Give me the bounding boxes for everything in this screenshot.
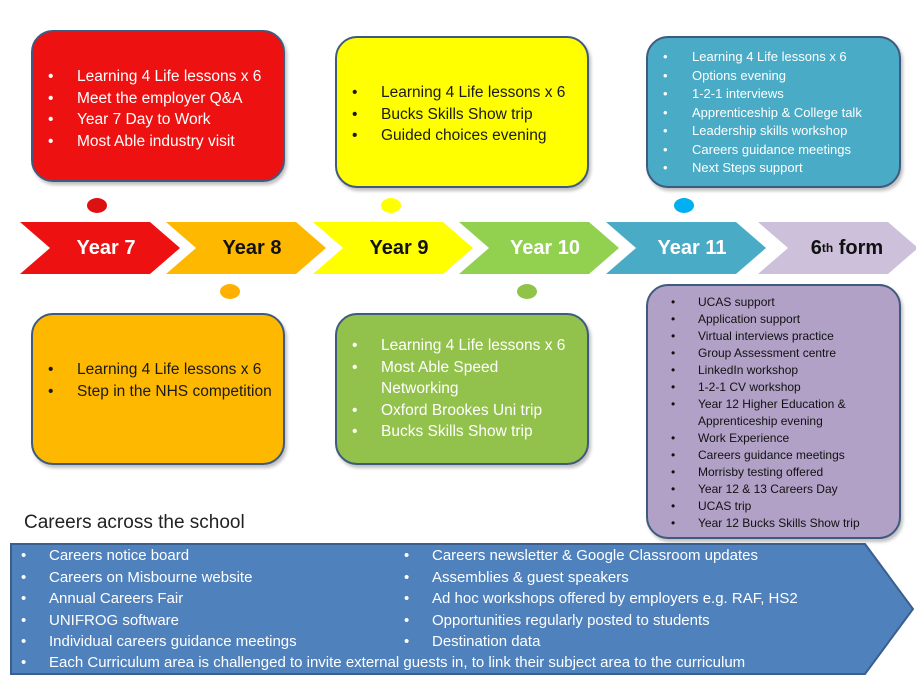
list-item: Bucks Skills Show trip [352, 421, 577, 443]
list-item: Year 12 Bucks Skills Show trip [671, 515, 893, 532]
careers-right-list: Careers newsletter & Google Classroom up… [404, 545, 798, 653]
list-item: Year 12 & 13 Careers Day [671, 481, 893, 498]
list-item: Annual Careers Fair [21, 588, 297, 610]
list-item: Meet the employer Q&A [48, 88, 273, 110]
list-item: Careers newsletter & Google Classroom up… [404, 545, 798, 567]
list-item: Virtual interviews practice [671, 328, 893, 345]
list-item: Careers guidance meetings [671, 447, 893, 464]
careers-across-school-title: Careers across the school [24, 512, 245, 533]
careers-left-list: Careers notice board Careers on Misbourn… [21, 545, 297, 653]
list-item: Group Assessment centre [671, 345, 893, 362]
year-9-label: Year 9 [369, 236, 429, 259]
list-item: Assemblies & guest speakers [404, 567, 798, 589]
list-item: Application support [671, 311, 893, 328]
list-item: Individual careers guidance meetings [21, 631, 297, 653]
list-item: 1-2-1 CV workshop [671, 379, 893, 396]
year-7-label: Year 7 [76, 236, 136, 259]
year-8-chevron: Year 8 [166, 222, 326, 274]
year-11-activities-list: Learning 4 Life lessons x 6 Options even… [648, 48, 899, 178]
year-10-chevron: Year 10 [459, 222, 619, 274]
year-9-activities-box: Learning 4 Life lessons x 6 Bucks Skills… [335, 36, 589, 188]
list-item: Learning 4 Life lessons x 6 [48, 66, 273, 88]
careers-across-school-arrow: Careers notice board Careers on Misbourn… [10, 543, 915, 675]
year-8-activities-list: Learning 4 Life lessons x 6 Step in the … [33, 359, 283, 402]
list-item: Learning 4 Life lessons x 6 [352, 82, 577, 104]
list-item: Ad hoc workshops offered by employers e.… [404, 588, 798, 610]
careers-across-school-content: Careers notice board Careers on Misbourn… [10, 543, 915, 675]
year-10-label: Year 10 [509, 236, 581, 259]
list-item: Morrisby testing offered [671, 464, 893, 481]
year-7-chevron: Year 7 [20, 222, 180, 274]
year-9-connector-dot [381, 198, 401, 213]
list-item: Careers guidance meetings [663, 141, 893, 160]
year-10-activities-box: Learning 4 Life lessons x 6 Most Able Sp… [335, 313, 589, 465]
list-item: Destination data [404, 631, 798, 653]
list-item: UCAS trip [671, 498, 893, 515]
list-item: Learning 4 Life lessons x 6 [663, 48, 893, 67]
year-7-activities-list: Learning 4 Life lessons x 6 Meet the emp… [33, 66, 283, 152]
year-8-connector-dot [220, 284, 240, 299]
list-item: Work Experience [671, 430, 893, 447]
careers-full-width-list: Each Curriculum area is challenged to in… [21, 652, 745, 674]
sixth-form-activities-box: UCAS support Application support Virtual… [646, 284, 901, 539]
list-item: Year 7 Day to Work [48, 109, 273, 131]
list-item: Learning 4 Life lessons x 6 [48, 359, 273, 381]
list-item: Oxford Brookes Uni trip [352, 400, 577, 422]
list-item: LinkedIn workshop [671, 362, 893, 379]
list-item: UNIFROG software [21, 610, 297, 632]
list-item: Learning 4 Life lessons x 6 [352, 335, 577, 357]
year-11-label: Year 11 [657, 236, 727, 259]
list-item: Each Curriculum area is challenged to in… [21, 652, 745, 674]
year-11-chevron: Year 11 [606, 222, 766, 274]
list-item: Careers notice board [21, 545, 297, 567]
year-9-activities-list: Learning 4 Life lessons x 6 Bucks Skills… [337, 82, 587, 147]
year-9-chevron: Year 9 [313, 222, 473, 274]
year-8-label: Year 8 [222, 236, 282, 259]
year-7-connector-dot [87, 198, 107, 213]
list-item: UCAS support [671, 294, 893, 311]
year-8-activities-box: Learning 4 Life lessons x 6 Step in the … [31, 313, 285, 465]
year-7-activities-box: Learning 4 Life lessons x 6 Meet the emp… [31, 30, 285, 182]
list-item: Options evening [663, 67, 893, 86]
list-item: 1-2-1 interviews [663, 85, 893, 104]
list-item: Opportunities regularly posted to studen… [404, 610, 798, 632]
year-10-activities-list: Learning 4 Life lessons x 6 Most Able Sp… [337, 335, 587, 443]
list-item: Step in the NHS competition [48, 381, 273, 403]
list-item: Leadership skills workshop [663, 122, 893, 141]
list-item: Next Steps support [663, 159, 893, 178]
list-item: Careers on Misbourne website [21, 567, 297, 589]
sixth-form-activities-list: UCAS support Application support Virtual… [648, 294, 899, 532]
list-item: Year 12 Higher Education & Apprenticeshi… [671, 396, 893, 430]
list-item: Bucks Skills Show trip [352, 104, 577, 126]
year-11-connector-dot [674, 198, 694, 213]
list-item: Apprenticeship & College talk [663, 104, 893, 123]
year-10-connector-dot [517, 284, 537, 299]
list-item: Guided choices evening [352, 125, 577, 147]
year-11-activities-box: Learning 4 Life lessons x 6 Options even… [646, 36, 901, 188]
list-item: Most Able industry visit [48, 131, 273, 153]
list-item: Most Able Speed Networking [352, 357, 577, 400]
